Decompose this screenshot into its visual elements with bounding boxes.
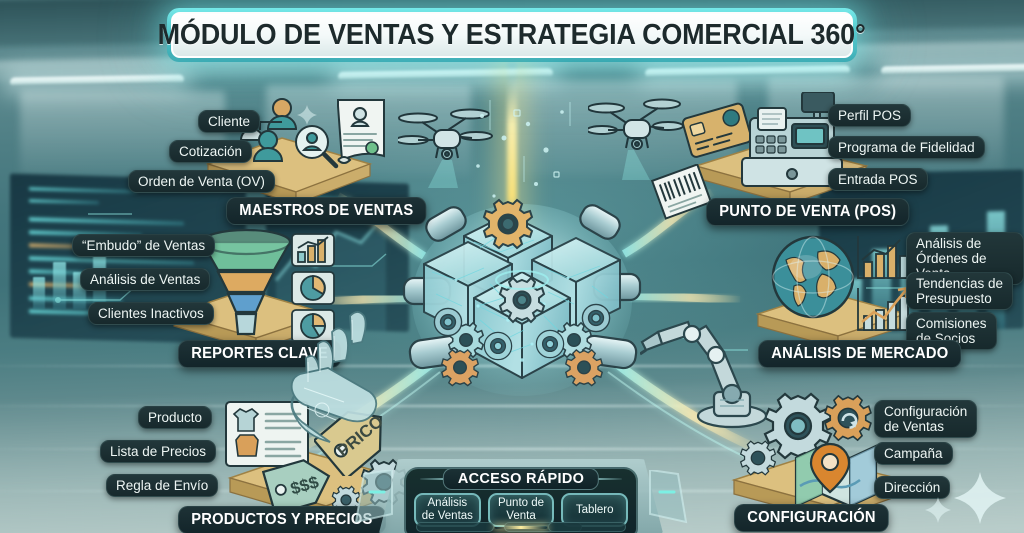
energy-beam (507, 62, 517, 242)
section-label-productos-y-precios[interactable]: PRODUCTOS Y PRECIOS (178, 506, 386, 533)
console-side-panel-left (354, 470, 393, 524)
console-rule-left (420, 478, 454, 480)
module-punto-de-venta[interactable]: Perfil POS Programa de Fidelidad Entrada… (650, 92, 1024, 226)
globe-icon (771, 235, 855, 319)
item-label[interactable]: Perfil POS (828, 104, 912, 128)
item-label[interactable]: Regla de Envío (106, 474, 219, 498)
robotic-arm-icon (640, 320, 768, 429)
section-label-analisis-de-mercado[interactable]: ANÁLISIS DE MERCADO (758, 340, 962, 368)
people-document-icon (239, 98, 385, 169)
map-pin-icon (794, 442, 878, 508)
robotic-hand-icon (290, 311, 378, 443)
console-body: ACCESO RÁPIDO Análisis de Ventas Punto d… (404, 467, 638, 533)
console-slot (548, 522, 626, 532)
data-particles (476, 100, 571, 198)
item-label[interactable]: “Embudo” de Ventas (72, 234, 216, 258)
section-label-punto-de-venta[interactable]: PUNTO DE VENTA (POS) (706, 198, 910, 226)
sales-funnel-icon (200, 228, 292, 336)
active-indicator (495, 526, 547, 529)
console-slot (416, 522, 494, 532)
drone-icon-left (398, 108, 493, 188)
ceiling-light (10, 74, 185, 87)
quick-access-console[interactable]: ACCESO RÁPIDO Análisis de Ventas Punto d… (378, 459, 664, 533)
market-chart-icons (857, 236, 910, 331)
item-label[interactable]: Entrada POS (828, 168, 928, 192)
ceiling-light (645, 65, 850, 78)
item-label[interactable]: Cliente (198, 110, 261, 134)
section-label-maestros-de-ventas[interactable]: MAESTROS DE VENTAS (226, 197, 427, 225)
credit-card-icon (681, 102, 753, 158)
section-label-configuracion[interactable]: CONFIGURACIÓN (734, 504, 890, 532)
page-title-text: MÓDULO DE VENTAS Y ESTRATEGIA COMERCIAL … (158, 18, 866, 51)
item-label[interactable]: Clientes Inactivos (88, 302, 214, 326)
product-sheet-icon (225, 401, 309, 467)
item-label[interactable]: Campaña (874, 442, 953, 466)
item-label[interactable]: Programa de Fidelidad (828, 136, 985, 160)
item-label[interactable]: Configuración de Ventas (874, 400, 978, 439)
quick-access-title: ACCESO RÁPIDO (442, 468, 600, 490)
ceiling-light (337, 68, 553, 82)
module-productos-y-precios[interactable]: PRICO $$$ Producto (100, 398, 408, 533)
ceiling-light (880, 63, 1024, 76)
module-maestros-de-ventas[interactable]: Cliente Cotización Orden de Venta (OV) M… (120, 98, 427, 225)
gears-map-icon (739, 392, 872, 476)
console-rule-right (588, 478, 622, 480)
quick-access-button-tablero[interactable]: Tablero (561, 493, 629, 527)
item-label[interactable]: Producto (138, 406, 213, 430)
item-label[interactable]: Lista de Precios (100, 440, 217, 464)
console-side-panel-right (649, 470, 688, 524)
module-analisis-de-mercado[interactable]: Análisis de Órdenes de Venta Tendencias … (748, 228, 1024, 368)
item-label[interactable]: Tendencias de Presupuesto (906, 272, 1014, 311)
quick-access-button-punto-de-venta[interactable]: Punto de Venta (487, 493, 555, 527)
report-chart-icons (291, 233, 335, 342)
central-cube-hub (402, 188, 642, 408)
item-label[interactable]: Dirección (874, 476, 951, 500)
drone-icon-right (588, 98, 684, 180)
item-label[interactable]: Orden de Venta (OV) (128, 170, 275, 194)
cash-register-icon (741, 92, 843, 187)
quick-access-buttons: Análisis de Ventas Punto de Venta Tabler… (414, 493, 629, 527)
module-configuracion[interactable]: Configuración de Ventas Campaña Direcció… (726, 392, 1024, 533)
item-label[interactable]: Análisis de Ventas (80, 268, 211, 292)
page-title: MÓDULO DE VENTAS Y ESTRATEGIA COMERCIAL … (158, 8, 866, 62)
barcode-receipt-icon (650, 164, 713, 220)
item-label[interactable]: Cotización (169, 140, 253, 164)
